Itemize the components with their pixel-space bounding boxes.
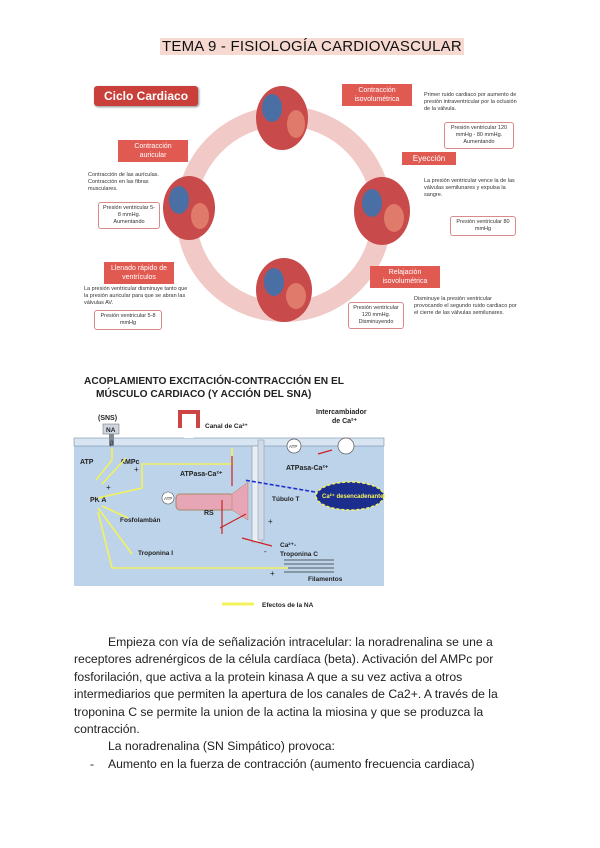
sns-label: (SNS) — [98, 415, 117, 422]
atrial-note: Contracción de las aurículas. Contracció… — [88, 172, 172, 193]
na-label: NA — [106, 427, 116, 434]
excitation-contraction-figure: ACOPLAMIENTO EXCITACIÓN-CONTRACCIÓN EN E… — [72, 368, 387, 613]
phase-iso-contraction: Contracción isovolumétrica — [342, 84, 412, 106]
filling-note: La presión ventricular disminuye tanto q… — [84, 286, 188, 307]
coupling-title-line2: MÚSCULO CARDIACO (Y ACCIÓN DEL SNA) — [96, 387, 311, 400]
page-title: TEMA 9 - FISIOLOGÍA CARDIOVASCULAR — [160, 38, 464, 55]
relaxation-note: Disminuye la presión ventricular provoca… — [414, 296, 518, 317]
intercambiador-label-2: de Ca²⁺ — [332, 418, 357, 425]
beta-label: β — [110, 441, 114, 447]
filling-card: Presión ventricular 5-8 mmHg — [94, 310, 162, 330]
svg-text:+: + — [268, 517, 273, 526]
phase-ejection: Eyección — [402, 152, 456, 165]
legend-na-effects: Efectos de la NA — [262, 602, 314, 609]
heart-illustration-bottom — [256, 258, 312, 322]
bullet-marker: - — [90, 756, 110, 773]
heart-illustration-right — [354, 177, 410, 245]
ca-troponina-label-2: Troponina C — [280, 551, 318, 558]
intercambiador-label-1: Intercambiador — [316, 409, 367, 416]
cell-cytoplasm — [74, 446, 384, 586]
ca-desencadenante-label: Ca²⁺ desencadenante — [322, 493, 384, 500]
svg-text:+: + — [270, 569, 275, 578]
phase-atrial-contraction: Contracción auricular — [118, 140, 188, 162]
filamentos-label: Filamentos — [308, 576, 343, 583]
bullet-item-1: Aumento en la fuerza de contracción (aum… — [108, 756, 528, 773]
atpasa-sr-label: ATPasa-Ca²⁺ — [180, 471, 223, 478]
svg-text:+: + — [106, 483, 111, 492]
body-paragraph: Empieza con vía de señalización intracel… — [74, 634, 526, 738]
rs-label: RS — [204, 510, 214, 517]
cycle-header: Ciclo Cardiaco — [94, 86, 198, 106]
coupling-title-line1: ACOPLAMIENTO EXCITACIÓN-CONTRACCIÓN EN E… — [84, 374, 344, 387]
tubulo-label: Túbulo T — [272, 496, 299, 503]
svg-text:ATP: ATP — [289, 444, 297, 449]
svg-text:-: - — [264, 547, 267, 556]
svg-text:+: + — [134, 465, 139, 474]
phase-iso-relaxation: Relajación isovolumétrica — [370, 266, 440, 288]
ca-troponina-label-1: Ca²⁺- — [280, 542, 296, 549]
iso-contraction-note: Primer ruido cardiaco por aumento de pre… — [424, 92, 520, 113]
atrial-card: Presión ventricular 5-8 mmHg. Aumentando — [98, 202, 160, 229]
atpasa-right-label: ATPasa-Ca²⁺ — [286, 465, 329, 472]
ejection-card: Presión ventricular 80 mmHg — [450, 216, 516, 236]
body-paragraph-2: La noradrenalina (SN Simpático) provoca: — [74, 738, 526, 755]
canal-ca-label: Canal de Ca²⁺ — [205, 423, 248, 430]
ejection-note: La presión ventricular vence la de las v… — [424, 178, 520, 199]
heart-illustration-top — [256, 86, 308, 150]
cell-membrane — [74, 438, 384, 446]
fosfolamban-label: Fosfolambán — [120, 517, 160, 524]
phase-rapid-filling: Llenado rápido de ventrículos — [104, 262, 174, 284]
atp-label: ATP — [80, 459, 94, 466]
relaxation-card: Presión ventricular 120 mmHg. Disminuyen… — [348, 302, 404, 329]
cardiac-cycle-figure: Ciclo Cardiaco Contracción isovolumétric… — [84, 78, 524, 350]
iso-contraction-card: Presión ventricular 120 mmHg - 80 mmHg. … — [444, 122, 514, 149]
troponina-label: Troponina I — [138, 550, 173, 557]
svg-text:ATP: ATP — [164, 496, 172, 501]
